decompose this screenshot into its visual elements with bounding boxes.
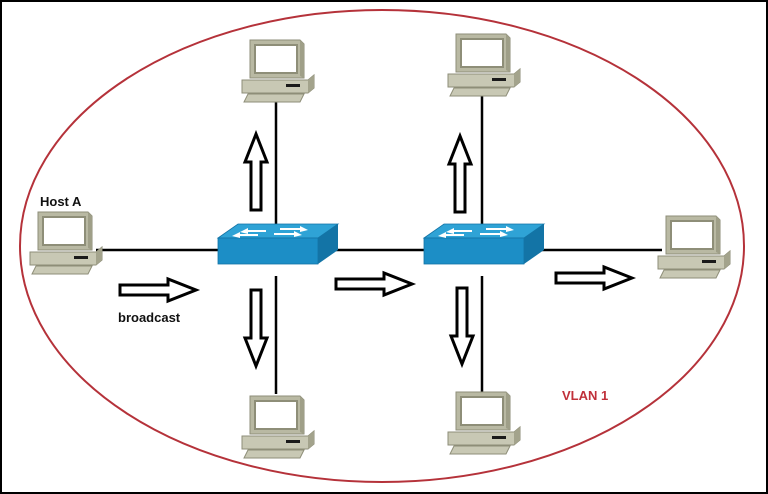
arrow-switch-1-up-icon (243, 132, 269, 212)
switch-2 (423, 223, 545, 265)
vlan-boundary (19, 9, 745, 483)
arrow-switch-2-down-icon (449, 286, 475, 366)
arrow-switch-2-right-icon (554, 265, 634, 291)
links (96, 88, 662, 394)
pc-bottom-left (241, 395, 315, 459)
arrow-switch-1-to-switch-2-icon (334, 271, 414, 297)
pc-right (657, 215, 731, 279)
pc-bottom-right (447, 391, 521, 455)
switch-1 (217, 223, 339, 265)
arrow-switch-2-up-icon (447, 134, 473, 214)
vlan-label: VLAN 1 (562, 388, 608, 403)
pc-top-left (241, 39, 315, 103)
pc-top-right (447, 33, 521, 97)
pc-host-a (29, 211, 103, 275)
broadcast-label: broadcast (118, 310, 181, 325)
arrow-broadcast-icon (118, 277, 198, 303)
host-a-label: Host A (40, 194, 82, 209)
arrow-switch-1-down-icon (243, 288, 269, 368)
